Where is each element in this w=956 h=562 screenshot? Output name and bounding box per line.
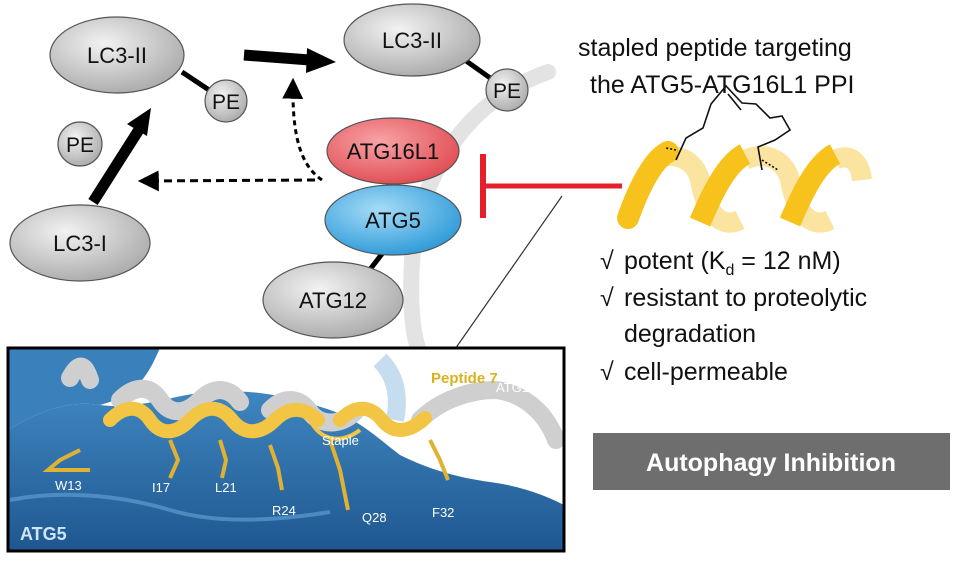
bullet-resistant: √ resistant to proteolytic degradation bbox=[600, 284, 867, 348]
pe-free-node: PE bbox=[57, 121, 103, 167]
pe-free-label: PE bbox=[66, 134, 94, 157]
lipidation-arrow bbox=[243, 48, 336, 73]
structure-atg5-label: ATG5 bbox=[20, 524, 67, 544]
lc3-ii-left-label: LC3-II bbox=[87, 43, 147, 68]
dashed-return-arrow bbox=[137, 170, 316, 192]
atg5-label: ATG5 bbox=[365, 208, 421, 233]
atg16l1-label: ATG16L1 bbox=[347, 139, 440, 164]
zoom-connector bbox=[445, 195, 563, 363]
staple-chain bbox=[665, 84, 792, 171]
lc3-i-label: LC3-I bbox=[53, 231, 107, 256]
lc3-ii-left-node: LC3-II bbox=[49, 16, 185, 94]
residue-label: I17 bbox=[152, 480, 170, 495]
pe-right-node: PE bbox=[485, 68, 529, 112]
atg5-node: ATG5 bbox=[324, 184, 462, 256]
bullet-permeable: √ cell-permeable bbox=[600, 358, 788, 386]
pathway-diagram: LC3-II PE PE LC3-I LC3-II PE ATG16L1 bbox=[9, 3, 622, 363]
atg12-label: ATG12 bbox=[299, 288, 367, 313]
inhibition-symbol bbox=[480, 154, 622, 218]
lc3-ii-right-label: LC3-II bbox=[382, 28, 442, 53]
structure-panel: Peptide 7 ATG16L1 Staple ATG5 W13 I17 L2… bbox=[6, 346, 566, 553]
residue-label: Q28 bbox=[362, 510, 387, 525]
residue-label: W13 bbox=[55, 478, 82, 493]
resistant-line1: resistant to proteolytic bbox=[624, 284, 867, 312]
peptide7-label: Peptide 7 bbox=[431, 370, 498, 387]
side-chains bbox=[42, 419, 450, 511]
structure-panel-border bbox=[6, 346, 566, 553]
staple-label: Staple bbox=[322, 433, 359, 448]
lc3-i-node: LC3-I bbox=[9, 204, 151, 282]
conversion-arrow bbox=[88, 108, 151, 205]
pe-right-label: PE bbox=[493, 80, 521, 103]
stapled-peptide-helix bbox=[617, 84, 872, 233]
dotted-curved-arrow bbox=[282, 77, 323, 182]
permeable-text: cell-permeable bbox=[624, 358, 788, 386]
pe-left-node: PE bbox=[204, 79, 248, 123]
potent-text: potent (Kd = 12 nM) bbox=[624, 247, 841, 279]
autophagy-banner: Autophagy Inhibition bbox=[593, 433, 950, 490]
residue-labels: W13 I17 L21 R24 Q28 F32 bbox=[55, 478, 454, 525]
pe-link-left bbox=[180, 69, 214, 95]
residue-label: L21 bbox=[215, 480, 237, 495]
description-title-line2: the ATG5-ATG16L1 PPI bbox=[590, 71, 854, 99]
description-block: stapled peptide targeting the ATG5-ATG16… bbox=[578, 34, 867, 386]
atg5-surface bbox=[8, 391, 564, 551]
peptide7-helix bbox=[103, 401, 432, 439]
pe-left-label: PE bbox=[212, 91, 240, 114]
check-mark-icon: √ bbox=[600, 358, 614, 386]
description-title-line1: stapled peptide targeting bbox=[578, 34, 852, 62]
banner-text: Autophagy Inhibition bbox=[646, 449, 896, 477]
check-mark-icon: √ bbox=[600, 284, 614, 312]
resistant-line2: degradation bbox=[624, 320, 756, 348]
residue-label: F32 bbox=[432, 505, 454, 520]
residue-label: R24 bbox=[272, 503, 296, 518]
structure-atg16l1-label: ATG16L1 bbox=[496, 380, 551, 395]
bullet-potent: √ potent (Kd = 12 nM) bbox=[600, 247, 841, 279]
atg12-node: ATG12 bbox=[262, 261, 404, 339]
check-mark-icon: √ bbox=[600, 247, 614, 275]
lc3-ii-right-node: LC3-II bbox=[343, 3, 481, 77]
atg16l1-node: ATG16L1 bbox=[326, 117, 460, 185]
